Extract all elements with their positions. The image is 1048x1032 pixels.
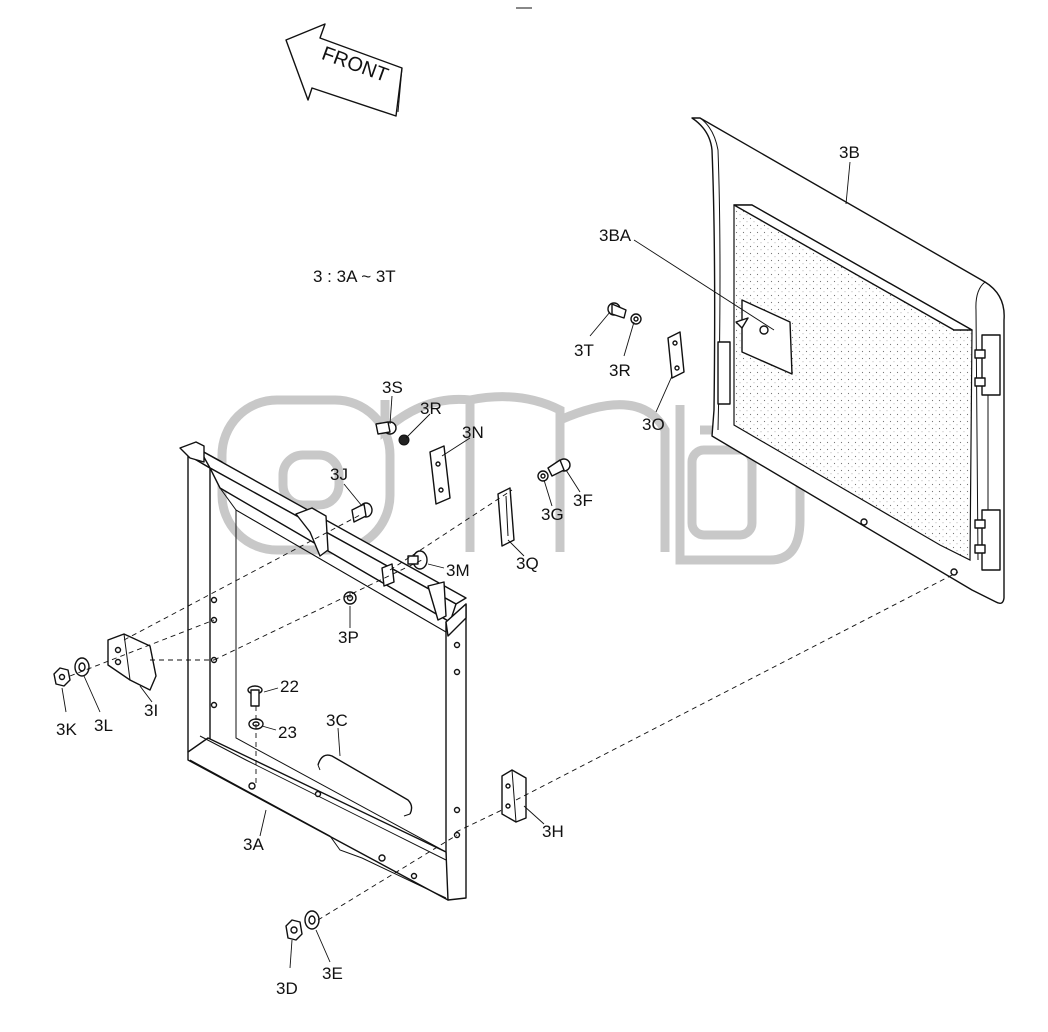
washer-3R-top-icon <box>630 313 642 325</box>
bumper-3M-icon <box>407 550 428 570</box>
plate-3Q-icon <box>497 487 515 547</box>
bracket-3I-icon <box>107 633 157 691</box>
plate-3N-icon <box>429 445 451 505</box>
label-3G: 3G <box>541 505 564 524</box>
washer-3E-icon <box>304 910 320 930</box>
label-3P: 3P <box>338 628 359 647</box>
frame-holes <box>210 596 461 880</box>
label-3D: 3D <box>276 979 298 998</box>
range-note: 3 : 3A ~ 3T <box>313 267 396 286</box>
assembly-lines <box>69 489 959 921</box>
label-3F: 3F <box>573 491 593 510</box>
label-23: 23 <box>278 723 297 742</box>
front-arrow-icon: FRONT <box>285 23 403 117</box>
door-panel-3B <box>691 117 1005 605</box>
label-3C: 3C <box>326 711 348 730</box>
label-3R-mid: 3R <box>420 399 442 418</box>
label-3N: 3N <box>462 423 484 442</box>
label-3T: 3T <box>574 341 594 360</box>
hinge-bottom-icon <box>974 509 1001 571</box>
label-3R-top: 3R <box>609 361 631 380</box>
striker-3BA-icon <box>735 299 793 375</box>
label-3O: 3O <box>642 415 665 434</box>
label-22: 22 <box>280 677 299 696</box>
label-3H: 3H <box>542 822 564 841</box>
label-3A: 3A <box>243 835 264 854</box>
block-3H-icon <box>501 769 527 823</box>
label-3Q: 3Q <box>516 554 539 573</box>
label-3B: 3B <box>839 143 860 162</box>
bolt-3S-icon <box>375 421 397 435</box>
label-3J: 3J <box>330 465 348 484</box>
bolt-3F-icon <box>547 458 571 477</box>
nut-3K-icon <box>53 667 71 687</box>
plate-3O-icon <box>667 331 685 379</box>
label-3BA: 3BA <box>599 226 632 245</box>
washer-3G-icon <box>537 470 549 482</box>
label-3K: 3K <box>56 720 77 739</box>
label-3M: 3M <box>446 561 470 580</box>
label-3E: 3E <box>322 964 343 983</box>
frame-3A <box>179 441 467 901</box>
bolt-3T-icon <box>607 302 627 319</box>
rod-3C-icon <box>317 754 413 817</box>
nut-3D-icon <box>285 919 303 941</box>
label-3L: 3L <box>94 716 113 735</box>
bolt-22-icon <box>247 685 263 707</box>
part-labels: 3B 3BA 3T 3R 3O 3S 3R 3N 3J 3G 3F 3M 3Q … <box>56 143 860 998</box>
label-3I: 3I <box>144 701 158 720</box>
washer-3L-icon <box>74 657 90 677</box>
label-3S: 3S <box>382 378 403 397</box>
door-latch <box>717 341 731 405</box>
label-leaders <box>61 161 851 969</box>
hinge-top-icon <box>974 334 1001 396</box>
